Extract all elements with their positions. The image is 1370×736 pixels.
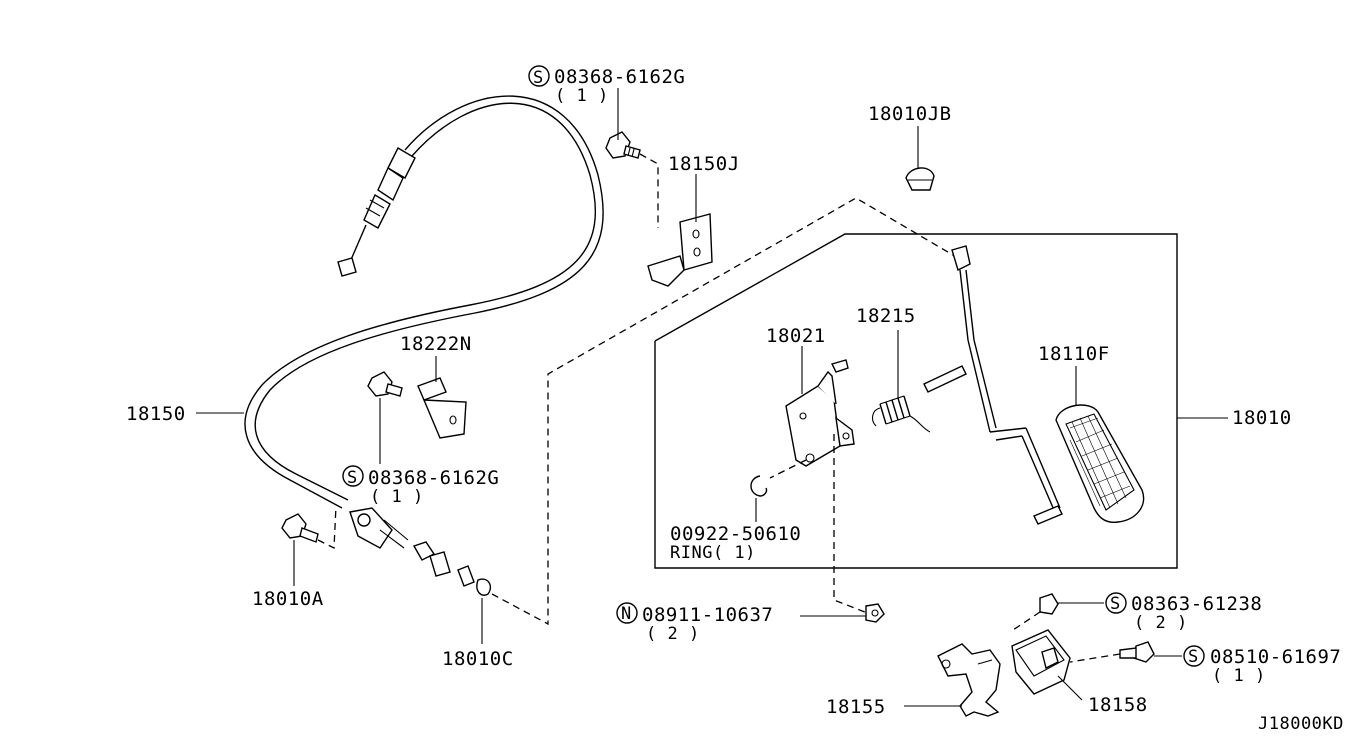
ring-00922-icon [750, 475, 768, 497]
label-18010JB[interactable]: 18010JB [868, 103, 952, 125]
callout-08368-mid[interactable]: S 08368-6162G ( 1 ) [342, 465, 499, 507]
label-18010C[interactable]: 18010C [442, 648, 514, 670]
callout-prefix: S [1110, 594, 1121, 614]
part-number-label: 08510-61697 [1210, 646, 1341, 668]
label-18155[interactable]: 18155 [826, 696, 886, 718]
bushings-18010C-icon [412, 541, 492, 596]
part-number-label: 00922-50610 [670, 523, 801, 545]
spring-18215-icon [871, 395, 931, 433]
bolt-08368-top-icon [605, 131, 659, 228]
bracket-18155-icon [937, 643, 1001, 717]
callout-08911[interactable]: N 08911-10637 ( 2 ) [616, 602, 773, 644]
quantity-label: ( 1 ) [1212, 666, 1266, 686]
label-18222N[interactable]: 18222N [400, 333, 472, 355]
label-18010A[interactable]: 18010A [252, 588, 324, 610]
part-number-label: 08368-6162G [554, 66, 685, 88]
assembly-18010-outline [654, 233, 1178, 569]
callout-prefix: S [347, 468, 358, 488]
bolt-18010A-icon [281, 505, 337, 550]
part-number-label: 08368-6162G [368, 467, 499, 489]
label-18021[interactable]: 18021 [766, 325, 826, 347]
label-18158[interactable]: 18158 [1088, 694, 1148, 716]
bolt-08363-icon [1009, 593, 1059, 633]
callout-prefix: S [533, 68, 544, 88]
quantity-label: ( 1 ) [370, 487, 424, 507]
label-18110F[interactable]: 18110F [1038, 343, 1110, 365]
label-18215[interactable]: 18215 [856, 305, 916, 327]
bracket-18021-icon [769, 359, 871, 615]
sensor-18158-icon [1011, 629, 1071, 695]
label-18010[interactable]: 18010 [1232, 407, 1292, 429]
part-number-label: 08363-61238 [1131, 593, 1262, 615]
callout-08368-top[interactable]: S 08368-6162G ( 1 ) [528, 65, 685, 106]
part-number-label: 08911-10637 [642, 604, 773, 626]
part-description-label: RING( 1) [670, 543, 756, 563]
bracket-18150J-icon [647, 213, 713, 287]
quantity-label: ( 2 ) [1134, 613, 1188, 633]
pedal-arm-icon [923, 245, 1063, 525]
quantity-label: ( 2 ) [646, 624, 700, 644]
callout-ring-00922[interactable]: 00922-50610 RING( 1) [670, 523, 801, 563]
clip-18010JB-icon [905, 167, 935, 191]
callout-08363[interactable]: S 08363-61238 ( 2 ) [1105, 592, 1262, 633]
pedal-pad-18110F-icon [1055, 404, 1145, 523]
callout-prefix: S [1188, 647, 1199, 667]
screw-08510-icon [1069, 641, 1155, 663]
label-18150J[interactable]: 18150J [668, 153, 740, 175]
accelerator-cable-18150 [244, 95, 604, 549]
nut-08911-icon [865, 603, 885, 623]
quantity-label: ( 1 ) [555, 86, 609, 106]
bolt-08368-mid-icon [367, 371, 403, 397]
diagram-code: J18000KD [1258, 714, 1344, 734]
callout-08510[interactable]: S 08510-61697 ( 1 ) [1183, 645, 1341, 686]
label-18150[interactable]: 18150 [126, 403, 186, 425]
leader-lines [196, 88, 1228, 707]
callout-prefix: N [621, 604, 632, 624]
bracket-18222N-icon [417, 377, 467, 439]
connection-dashed-line [491, 197, 959, 626]
